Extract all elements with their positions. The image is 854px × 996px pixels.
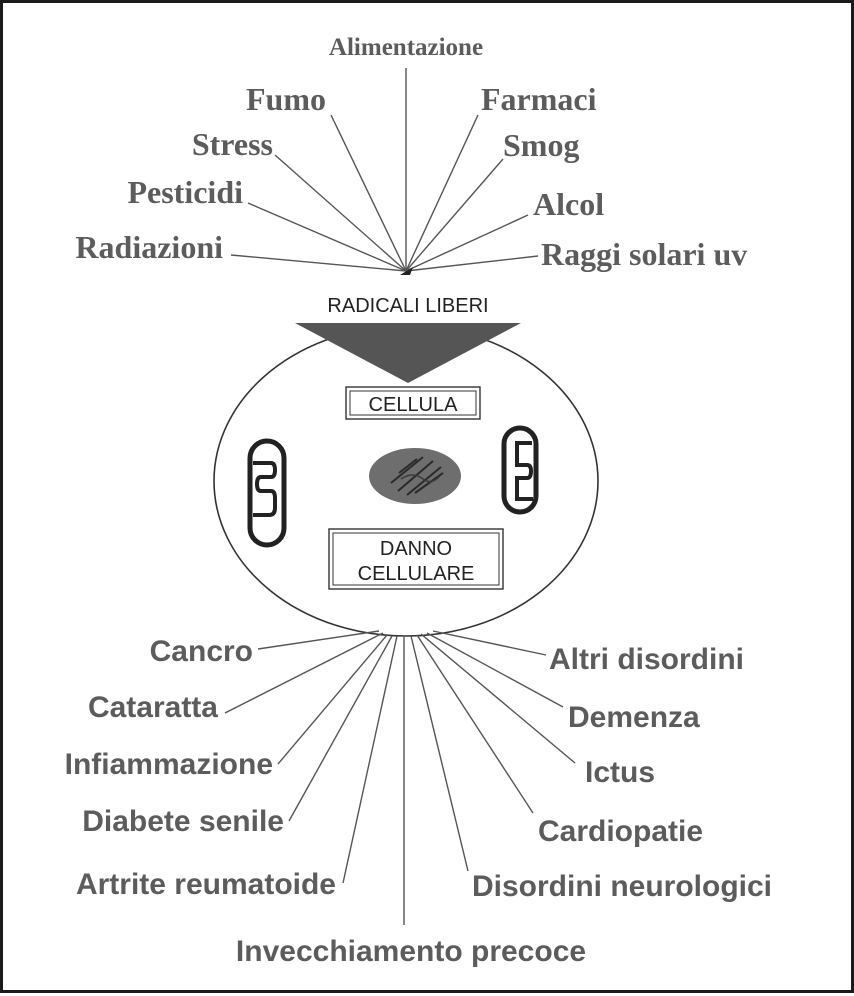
effect-demenza: Demenza bbox=[568, 701, 700, 734]
effect-cancro: Cancro bbox=[150, 635, 253, 668]
ray-altri-disordini bbox=[432, 630, 547, 656]
nucleus-icon bbox=[369, 448, 461, 504]
effect-diabete-senile: Diabete senile bbox=[82, 805, 284, 838]
cell-label-box: CELLULA bbox=[345, 386, 481, 420]
ray-disordini-neurologici bbox=[410, 635, 469, 872]
apex-mark bbox=[400, 267, 413, 275]
cause-stress: Stress bbox=[192, 126, 273, 162]
ray-artrite bbox=[342, 635, 398, 884]
radicals-label: RADICALI LIBERI bbox=[327, 295, 488, 317]
cause-labels: Alimentazione Fumo Farmaci Stress Smog P… bbox=[75, 34, 747, 272]
ray-fumo bbox=[330, 114, 407, 272]
ray-smog bbox=[405, 158, 504, 272]
cause-radiazioni: Radiazioni bbox=[75, 229, 223, 265]
cause-alcol: Alcol bbox=[533, 186, 604, 222]
cause-fumo: Fumo bbox=[246, 81, 326, 117]
ray-demenza bbox=[426, 632, 564, 708]
effect-disordini-neurologici: Disordini neurologici bbox=[472, 870, 772, 903]
free-radicals-diagram: Alimentazione Fumo Farmaci Stress Smog P… bbox=[65, 34, 772, 968]
effect-infiammazione: Infiammazione bbox=[65, 748, 273, 781]
effect-ictus: Ictus bbox=[585, 756, 655, 789]
damage-label-line2: CELLULARE bbox=[358, 563, 475, 585]
damage-label-line1: DANNO bbox=[380, 538, 452, 560]
mitochondrion-right-icon bbox=[501, 425, 539, 515]
cause-raggi-solari-uv: Raggi solari uv bbox=[541, 236, 747, 272]
ray-stress bbox=[274, 154, 407, 272]
effect-invecchiamento-precoce: Invecchiamento precoce bbox=[236, 935, 586, 968]
ray-alcol bbox=[405, 214, 529, 272]
effect-cataratta: Cataratta bbox=[88, 691, 218, 724]
effect-rays bbox=[224, 630, 576, 925]
ray-diabete bbox=[288, 635, 393, 822]
damage-label-box: DANNO CELLULARE bbox=[328, 528, 504, 590]
ray-pesticidi bbox=[247, 202, 407, 272]
ray-cataratta bbox=[224, 632, 384, 714]
effect-labels: Cancro Altri disordini Cataratta Demenza… bbox=[65, 635, 772, 968]
mitochondrion-left-icon bbox=[247, 438, 287, 548]
ray-infiammazione bbox=[277, 634, 388, 765]
ray-radiazioni bbox=[230, 254, 407, 272]
cause-alimentazione: Alimentazione bbox=[329, 34, 483, 61]
effect-altri-disordini: Altri disordini bbox=[549, 643, 744, 676]
cell-label: CELLULA bbox=[369, 394, 459, 416]
ray-raggi bbox=[405, 255, 539, 272]
cause-pesticidi: Pesticidi bbox=[127, 174, 243, 210]
ray-cancro bbox=[257, 630, 380, 650]
cause-rays bbox=[230, 68, 539, 272]
effect-cardiopatie: Cardiopatie bbox=[538, 815, 703, 848]
cause-smog: Smog bbox=[503, 127, 579, 163]
ray-farmaci bbox=[405, 114, 479, 272]
cause-farmaci: Farmaci bbox=[481, 81, 597, 117]
radicals-arrow bbox=[295, 323, 521, 383]
ray-cardiopatie bbox=[416, 634, 534, 814]
ray-ictus bbox=[420, 633, 576, 764]
effect-artrite-reumatoide: Artrite reumatoide bbox=[76, 868, 336, 901]
